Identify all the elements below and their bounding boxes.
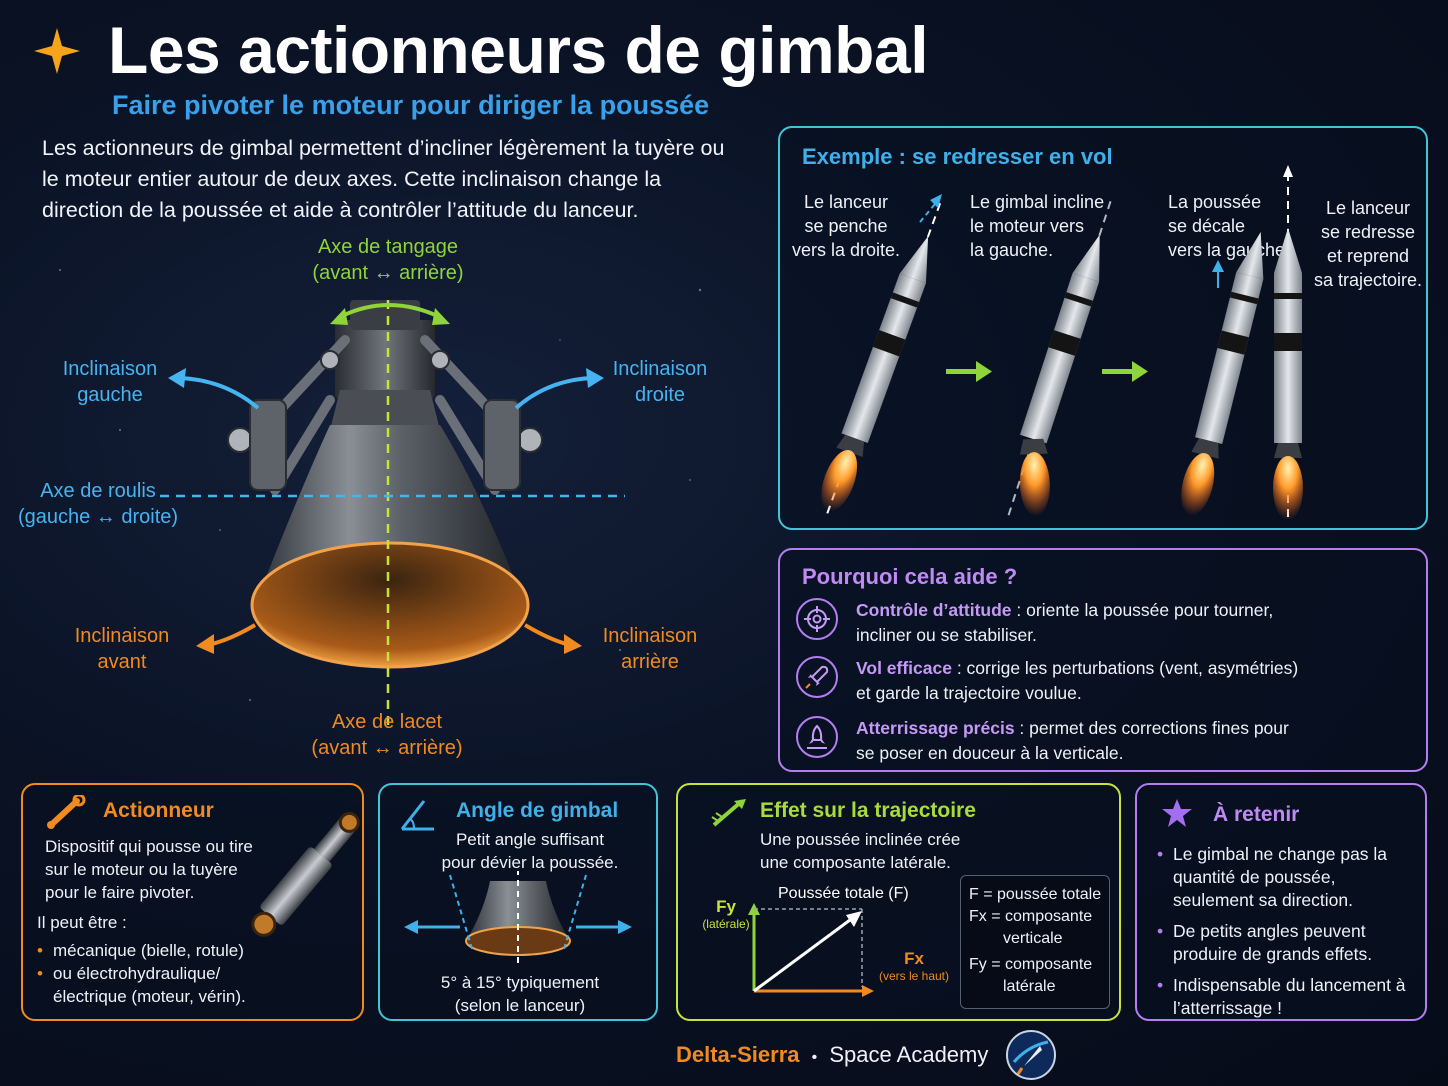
- wrench-icon: [45, 793, 89, 836]
- step2-line2: le moteur vers: [970, 216, 1085, 236]
- step4-line4: sa trajectoire.: [1313, 270, 1423, 290]
- tilt-back-sub: arrière: [621, 651, 679, 673]
- why-item2-label: Vol efficace: [856, 658, 952, 678]
- why-item1-text: : oriente la poussée pour tourner,: [1011, 600, 1274, 620]
- effect-desc1: Une poussée inclinée crée: [760, 830, 961, 849]
- footer-sep: •: [811, 1049, 818, 1066]
- total-thrust-label: Poussée totale (F): [778, 885, 909, 902]
- engine-diagram: [59, 269, 702, 730]
- effect-title: Effet sur la trajectoire: [760, 799, 976, 822]
- legend-f: F = poussée totale: [969, 886, 1102, 903]
- why-item2-text: : corrige les perturbations (vent, asymé…: [951, 658, 1299, 678]
- effect-desc2: une composante latérale.: [760, 853, 951, 872]
- tilt-front-label: Inclinaison: [74, 625, 170, 647]
- fy-label: Fy: [716, 897, 736, 916]
- why-item3-text2: se poser en douceur à la verticale.: [856, 743, 1124, 763]
- step3-line2: se décale: [1168, 216, 1246, 236]
- footer: Delta-Sierra • Space Academy: [676, 1042, 988, 1068]
- actuator-type1: mécanique (bielle, rotule): [37, 939, 277, 962]
- actuator-panel: Actionneur Dispositif qui pousse ou tire…: [21, 783, 364, 1021]
- legend-fy: Fy = composante: [969, 956, 1093, 973]
- target-icon: [796, 598, 838, 640]
- tilt-left-sub: gauche: [77, 384, 143, 406]
- roll-axis-label: Axe de roulis: [40, 480, 156, 502]
- remember-item1: Le gimbal ne change pas la quantité de p…: [1157, 843, 1415, 912]
- example-panel: Exemple : se redresser en vol Le lanceur…: [778, 126, 1428, 530]
- yaw-axis-sub: (avant ↔ arrière): [311, 737, 463, 759]
- rockets-sequence: [821, 165, 1303, 523]
- angle-range: 5° à 15° typiquement: [440, 973, 600, 992]
- star-icon: [1161, 797, 1193, 834]
- tilt-right-label: Inclinaison: [612, 358, 708, 380]
- pitch-axis-label: Axe de tangage: [317, 236, 459, 258]
- landing-rocket-icon: [796, 716, 838, 758]
- tilt-left-label: Inclinaison: [62, 358, 158, 380]
- sparkle-icon: [32, 26, 82, 76]
- tilt-front-sub: avant: [97, 651, 147, 673]
- remember-item3: Indispensable du lancement à l’atterriss…: [1157, 974, 1415, 1020]
- angle-desc2: pour dévier la poussée.: [441, 853, 619, 872]
- roll-axis-sub: (gauche ↔ droite): [17, 506, 179, 528]
- why-panel: Pourquoi cela aide ? Contrôle d’attitude…: [778, 548, 1428, 772]
- why-item1-label: Contrôle d’attitude: [856, 600, 1012, 620]
- pitch-axis-sub: (avant ↔ arrière): [312, 262, 464, 284]
- actuator-type2: ou électrohydraulique/ électrique (moteu…: [37, 962, 277, 1008]
- step3-line1: La poussée: [1168, 192, 1262, 212]
- rocket-icon: [796, 656, 838, 698]
- angle-icon: [398, 797, 438, 838]
- angle-nozzle-diagram: [404, 871, 632, 967]
- legend-fy-2: latérale: [1003, 978, 1056, 995]
- footer-brand: Delta-Sierra: [676, 1042, 800, 1067]
- step1-line1: Le lanceur: [803, 192, 889, 212]
- angle-desc1: Petit angle suffisant: [455, 830, 605, 849]
- effect-panel: Effet sur la trajectoire Une poussée inc…: [676, 783, 1121, 1021]
- remember-title: À retenir: [1213, 803, 1300, 826]
- step2-line3: la gauche.: [970, 240, 1054, 260]
- force-vector-diagram: [748, 903, 874, 997]
- actuator-can-be: Il peut être :: [37, 913, 127, 932]
- example-title: Exemple : se redresser en vol: [802, 144, 1113, 169]
- legend-fx: Fx = composante: [969, 908, 1093, 925]
- intro-text: Les actionneurs de gimbal permettent d’i…: [42, 136, 725, 222]
- why-title: Pourquoi cela aide ?: [802, 564, 1018, 589]
- step4-line1: Le lanceur: [1325, 198, 1411, 218]
- why-item1-text2: incliner ou se stabiliser.: [856, 625, 1037, 645]
- step2-line1: Le gimbal incline: [970, 192, 1105, 212]
- angle-range-sub: (selon le lanceur): [454, 996, 586, 1015]
- step4-line3: et reprend: [1326, 246, 1410, 266]
- step4-line2: se redresse: [1320, 222, 1416, 242]
- trajectory-arrow-icon: [708, 797, 748, 836]
- actuator-desc3: pour le faire pivoter.: [45, 883, 195, 902]
- why-item3-text: : permet des corrections fines pour: [1014, 718, 1289, 738]
- angle-panel: Angle de gimbal Petit angle suffisant po…: [378, 783, 658, 1021]
- step1-line2: se penche: [804, 216, 888, 236]
- legend-fx-2: verticale: [1003, 930, 1063, 947]
- angle-title: Angle de gimbal: [456, 799, 619, 822]
- academy-logo: [1004, 1028, 1058, 1086]
- actuator-desc1: Dispositif qui pousse ou tire: [45, 837, 253, 856]
- fy-sub: (latérale): [702, 917, 750, 931]
- actuator-cylinder: [251, 811, 360, 937]
- fx-label: Fx: [904, 949, 924, 968]
- why-item2-text2: et garde la trajectoire voulue.: [856, 683, 1082, 703]
- tilt-back-label: Inclinaison: [602, 625, 698, 647]
- force-legend: F = poussée totale Fx = composante verti…: [960, 875, 1110, 1009]
- step1-line3: vers la droite.: [791, 240, 901, 260]
- page-subtitle: Faire pivoter le moteur pour diriger la …: [112, 90, 710, 120]
- footer-academy: Space Academy: [829, 1042, 989, 1067]
- fx-sub: (vers le haut): [878, 969, 950, 983]
- remember-panel: À retenir Le gimbal ne change pas la qua…: [1135, 783, 1427, 1021]
- page-title: Les actionneurs de gimbal: [108, 13, 929, 87]
- actuator-title: Actionneur: [103, 799, 214, 822]
- actuator-desc2: sur le moteur ou la tuyère: [45, 860, 238, 879]
- tilt-right-sub: droite: [634, 384, 686, 406]
- yaw-axis-label: Axe de lacet: [331, 711, 443, 733]
- remember-item2: De petits angles peuvent produire de gra…: [1157, 920, 1415, 966]
- why-item3-label: Atterrissage précis: [856, 718, 1015, 738]
